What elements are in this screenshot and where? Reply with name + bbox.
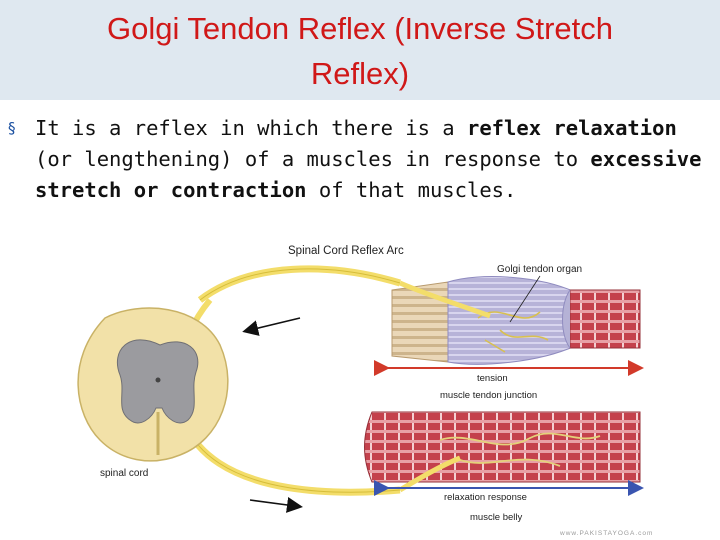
spinal-cord-section <box>77 307 229 462</box>
tension-label: tension <box>477 373 508 384</box>
afferent-nerve <box>197 265 402 303</box>
muscle-tendon-junction-label: muscle tendon junction <box>440 390 537 401</box>
afferent-nerve-outline <box>199 268 401 301</box>
golgi-tendon-organ-label: Golgi tendon organ <box>497 264 582 275</box>
bullet-icon: § <box>8 119 16 137</box>
watermark: www.PAKISTAYOGA.com <box>559 530 653 537</box>
upper-muscle-tendon <box>391 276 641 365</box>
title-band <box>0 0 720 100</box>
relaxation-response-label: relaxation response <box>444 492 527 503</box>
figure-title: Spinal Cord Reflex Arc <box>288 245 404 257</box>
title-line-2: Reflex) <box>310 56 410 91</box>
title-line-1: Golgi Tendon Reflex (Inverse Stretch <box>106 11 614 46</box>
bullet-bold-2: excessive stretch or contraction <box>35 147 702 202</box>
sensory-ending <box>399 280 491 319</box>
muscle-belly-label: muscle belly <box>470 512 523 523</box>
bullet-bold-1: reflex relaxation <box>466 116 677 140</box>
spinal-cord-label: spinal cord <box>100 468 148 479</box>
golgi-label-leader <box>509 275 541 323</box>
bullet-text-1: It is a reflex in which there is a <box>35 116 467 140</box>
bullet-paragraph: § It is a reflex in which there is a ref… <box>8 113 708 206</box>
bullet-text-3: of that muscles. <box>306 178 517 202</box>
afferent-signal-arrow <box>242 317 301 336</box>
lower-muscle-belly <box>364 411 641 483</box>
bullet-text: It is a reflex in which there is a refle… <box>35 113 708 206</box>
page-title: Golgi Tendon Reflex (Inverse Stretch Ref… <box>20 6 700 96</box>
efferent-signal-arrow <box>249 497 303 513</box>
bullet-text-2: (or lengthening) of a muscles in respons… <box>35 147 591 171</box>
